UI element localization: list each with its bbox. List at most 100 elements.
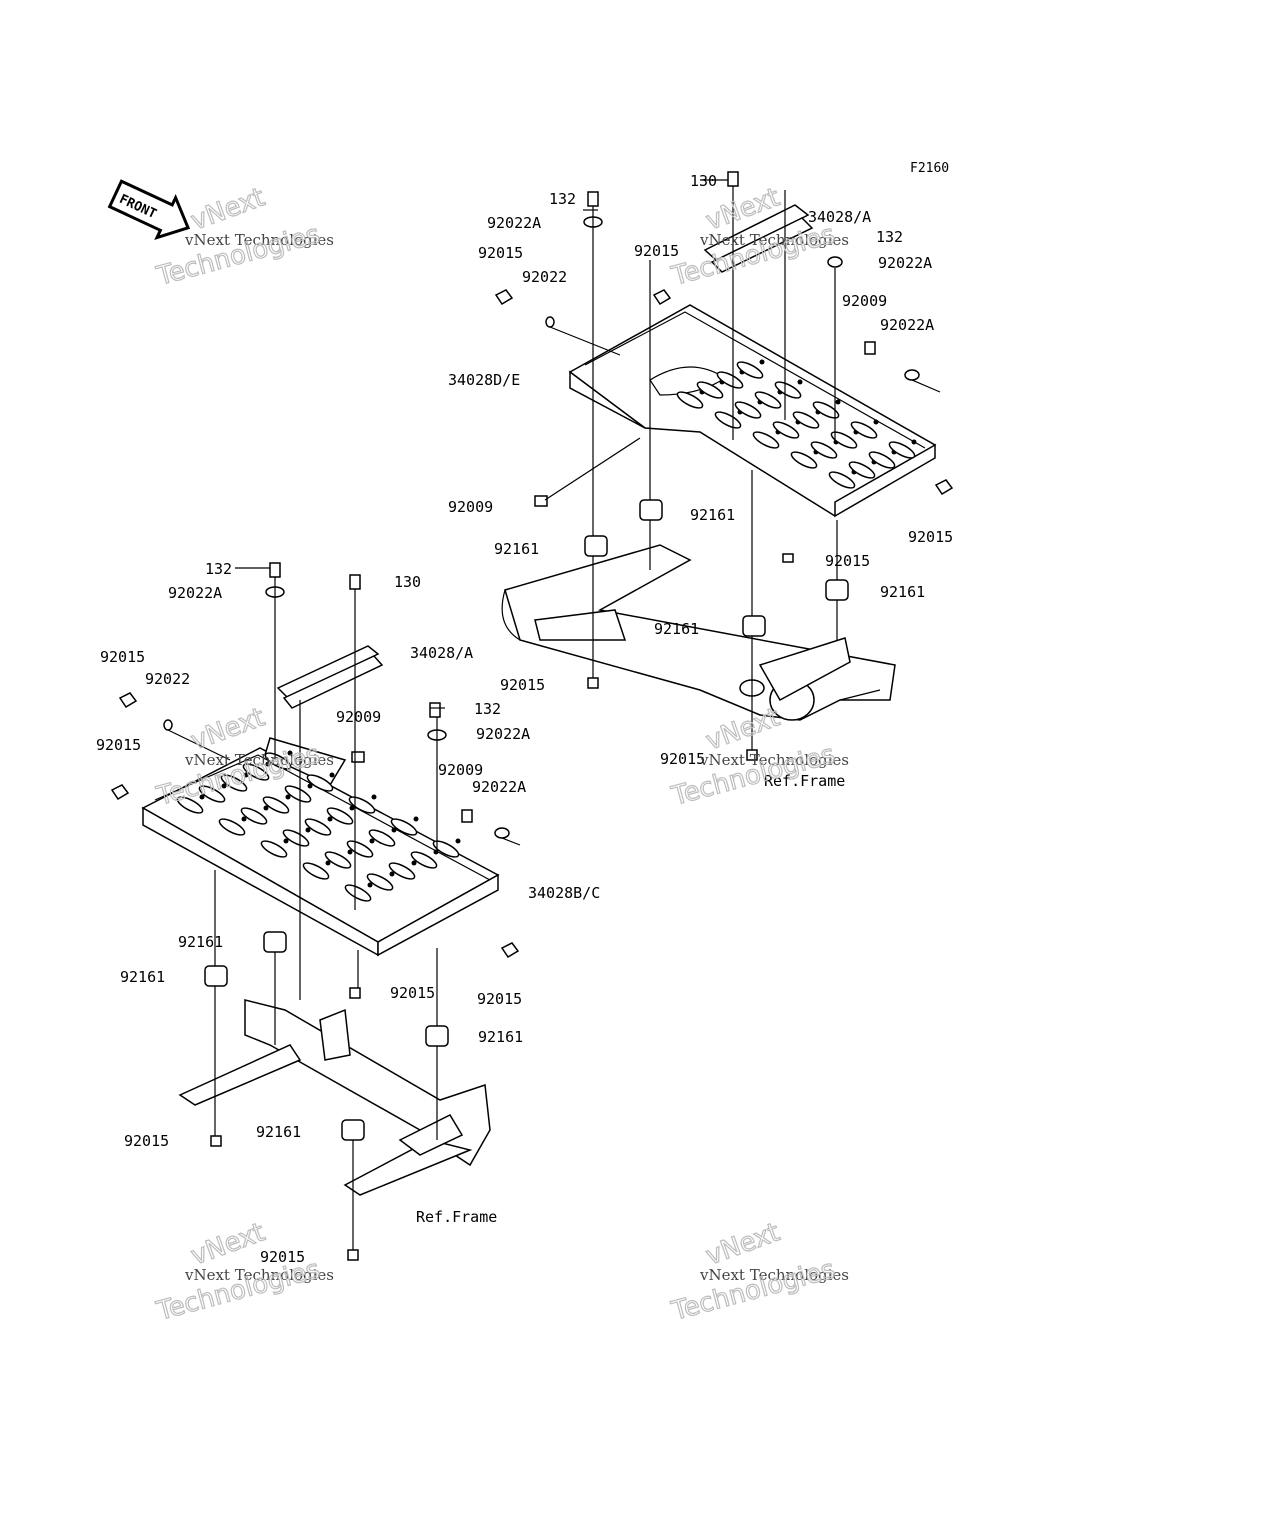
deck-hole [873, 419, 879, 425]
deck-hole [199, 794, 205, 800]
deck-hole [329, 772, 335, 778]
lower-label-92161-b: 92161 [120, 968, 165, 986]
deck-hole [283, 838, 289, 844]
deck-slot [676, 391, 704, 409]
deck-slot [716, 371, 744, 389]
deck-hole [307, 783, 313, 789]
deck-slot [868, 451, 896, 469]
deck-hole [265, 761, 271, 767]
deck-slot [754, 391, 782, 409]
lower-label-92022A-a: 92022A [168, 584, 222, 602]
lower-hardware [110, 562, 520, 1261]
deck-hole [349, 805, 355, 811]
deck-slot [264, 752, 292, 770]
deck-slot [714, 411, 742, 429]
upper-label-92161-b: 92161 [494, 540, 539, 558]
watermark-text-line2: vNext [702, 702, 784, 756]
upper-label-34028DE: 34028D/E [448, 371, 520, 389]
deck-hole [285, 794, 291, 800]
deck-slot [304, 818, 332, 836]
lower-carrier [141, 737, 500, 957]
lower-label-130: 130 [394, 573, 421, 591]
lower-label-92015-d: 92015 [477, 990, 522, 1008]
watermark-text-line2: vNext [187, 1217, 269, 1271]
deck-hole [305, 827, 311, 833]
lower-label-92022A-c: 92022A [472, 778, 526, 796]
deck-slot [830, 431, 858, 449]
upper-hardware [494, 171, 954, 761]
lower-label-92015-e: 92015 [124, 1132, 169, 1150]
watermark-text-line1: vNext Technologies [699, 751, 849, 769]
deck-slot [348, 796, 376, 814]
upper-frame [501, 544, 896, 721]
deck-hole [287, 750, 293, 756]
deck-hole [263, 805, 269, 811]
deck-hole [327, 816, 333, 822]
watermark-5: vNext Technologies vNext Technologies [152, 1217, 334, 1328]
upper-label-92015-f: 92015 [660, 750, 705, 768]
lower-label-92015-f: 92015 [260, 1248, 305, 1266]
watermark-text-line1: vNext Technologies [184, 231, 334, 249]
lower-guard [276, 645, 384, 709]
upper-label-92015-a: 92015 [478, 244, 523, 262]
deck-slot [326, 807, 354, 825]
lower-label-92015-c: 92015 [390, 984, 435, 1002]
deck-slot [346, 840, 374, 858]
upper-leaders [544, 179, 941, 750]
upper-label-132-a: 132 [549, 190, 576, 208]
upper-label-34028A: 34028/A [808, 208, 871, 226]
lower-label-ref-frame: Ref.Frame [416, 1208, 497, 1226]
deck-slot [262, 796, 290, 814]
upper-label-92009-a: 92009 [842, 292, 887, 310]
watermark-text-line2: vNext [187, 182, 269, 236]
upper-label-92161-c: 92161 [880, 583, 925, 601]
deck-slot [324, 851, 352, 869]
upper-label-92161-d: 92161 [654, 620, 699, 638]
lower-label-92161-a: 92161 [178, 933, 223, 951]
deck-hole [413, 816, 419, 822]
lower-label-92022A-b: 92022A [476, 725, 530, 743]
deck-slot [432, 840, 460, 858]
upper-label-130: 130 [690, 172, 717, 190]
deck-hole [367, 882, 373, 888]
deck-slot [198, 785, 226, 803]
deck-hole [797, 379, 803, 385]
deck-slot [736, 361, 764, 379]
upper-label-92015-e: 92015 [500, 676, 545, 694]
watermark-text-line1: vNext Technologies [184, 751, 334, 769]
upper-label-92022A-c: 92022A [880, 316, 934, 334]
watermark-2: vNext Technologies vNext Technologies [667, 182, 849, 293]
deck-slot [790, 451, 818, 469]
deck-hole [433, 849, 439, 855]
deck-slot [848, 461, 876, 479]
deck-hole [455, 838, 461, 844]
figure-code: F2160 [910, 161, 949, 176]
deck-hole [835, 399, 841, 405]
lower-label-92161-c: 92161 [478, 1028, 523, 1046]
deck-slot [810, 441, 838, 459]
deck-hole [241, 816, 247, 822]
upper-carrier [568, 304, 937, 518]
deck-slot [176, 796, 204, 814]
lower-label-34028BC: 34028B/C [528, 884, 600, 902]
upper-label-92022: 92022 [522, 268, 567, 286]
deck-slot [302, 862, 330, 880]
lower-label-92022: 92022 [145, 670, 190, 688]
lower-label-132-a: 132 [205, 560, 232, 578]
lower-label-92009-b: 92009 [438, 761, 483, 779]
upper-label-92161-a: 92161 [690, 506, 735, 524]
upper-label-132-b: 132 [876, 228, 903, 246]
upper-label-92015-c: 92015 [908, 528, 953, 546]
deck-hole [911, 439, 917, 445]
lower-leaders [167, 567, 521, 1250]
deck-slot [282, 829, 310, 847]
deck-hole [221, 783, 227, 789]
lower-label-92015-b: 92015 [96, 736, 141, 754]
deck-hole [389, 871, 395, 877]
lower-label-132-b: 132 [474, 700, 501, 718]
deck-hole [759, 359, 765, 365]
lower-label-92161-d: 92161 [256, 1123, 301, 1141]
watermark-text-line2: vNext [187, 702, 269, 756]
deck-slot [774, 381, 802, 399]
